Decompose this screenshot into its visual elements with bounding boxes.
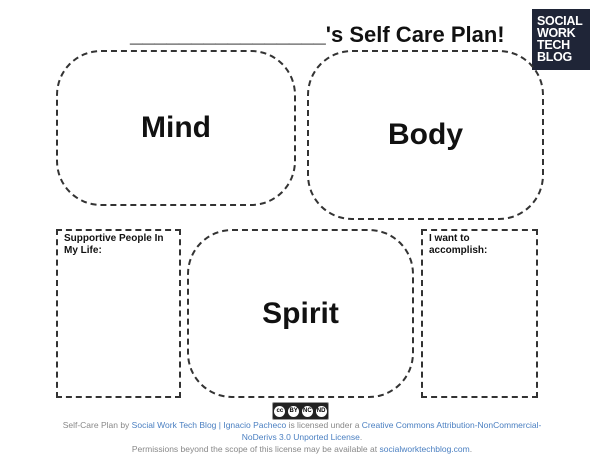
footer-text: Permissions beyond the scope of this lic… (131, 444, 380, 454)
page-title: ________________'s Self Care Plan! (130, 22, 505, 47)
accomplish-box: I want to accomplish: (421, 229, 538, 398)
footer-text: is licensed under a (286, 420, 362, 430)
spirit-box: Spirit (187, 229, 414, 398)
footer-text: Self-Care Plan by (62, 420, 132, 430)
site-link[interactable]: socialworktechblog.com (379, 444, 470, 454)
mind-label: Mind (141, 111, 211, 144)
footer: Self-Care Plan by Social Work Tech Blog … (60, 419, 544, 455)
logo-line: TECH (537, 38, 570, 52)
mind-box: Mind (56, 50, 296, 206)
footer-text: . (469, 444, 473, 454)
body-box: Body (307, 50, 544, 220)
footer-text: . (359, 432, 363, 442)
logo: SOCIAL WORK TECH BLOG (532, 9, 590, 70)
cc-license-badge[interactable]: cc BY NC ND (272, 402, 329, 420)
spirit-label: Spirit (262, 296, 339, 330)
logo-line: WORK (537, 26, 576, 40)
cc-icon: cc (274, 405, 286, 417)
body-label: Body (388, 118, 463, 151)
supportive-people-label: Supportive People In My Life: (64, 233, 164, 256)
accomplish-label: I want to accomplish: (429, 233, 488, 256)
by-icon: BY (288, 405, 300, 417)
nc-icon: NC (301, 405, 313, 417)
supportive-people-box: Supportive People In My Life: (56, 229, 181, 398)
logo-line: SOCIAL (537, 14, 583, 28)
author-link[interactable]: Social Work Tech Blog | Ignacio Pacheco (131, 420, 287, 430)
nd-icon: ND (315, 405, 327, 417)
logo-line: BLOG (537, 50, 572, 64)
license-link[interactable]: Creative Commons Attribution-NonCommerci… (241, 420, 542, 442)
